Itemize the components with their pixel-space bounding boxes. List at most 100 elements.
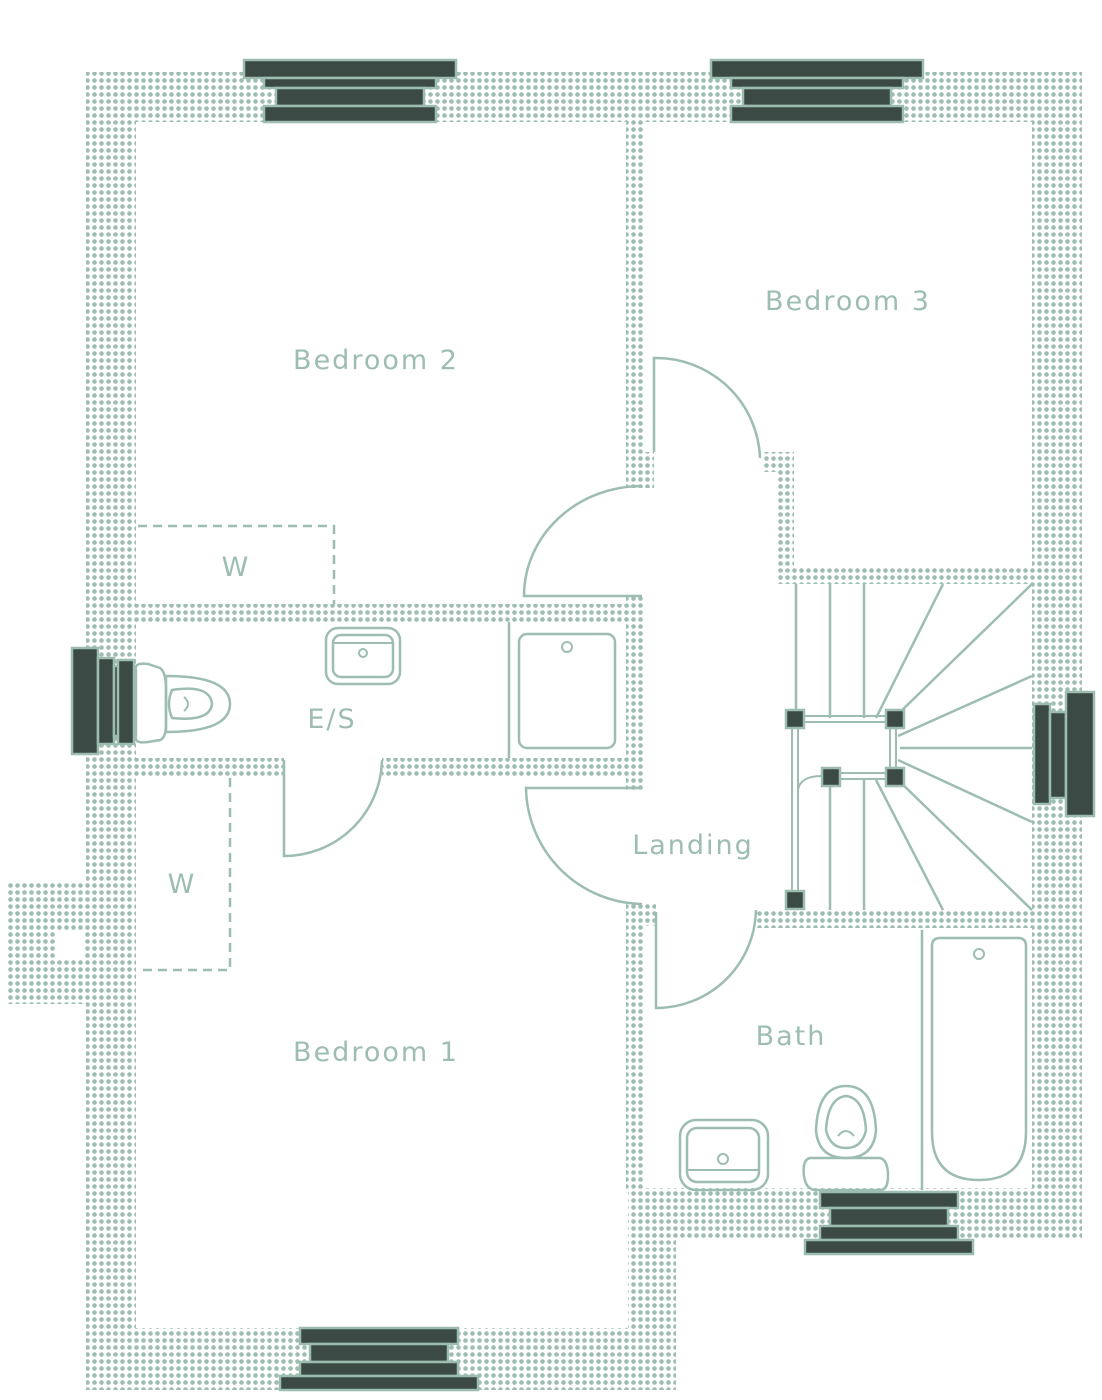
door-icon [524,786,643,906]
shower-icon [517,632,617,750]
basin-bowl [331,633,395,679]
toilet-cistern [134,662,168,744]
newel-post [820,766,842,788]
handrail [791,717,799,901]
window-icon [242,58,458,80]
toilet-bowl [824,1094,868,1150]
window-bedroom3 [709,58,925,124]
door-icon [654,909,758,1010]
window-pane [1048,710,1068,800]
window-pane [262,104,438,124]
toilet-icon [164,674,232,734]
window-icon [1032,702,1052,806]
door-icon [522,484,643,598]
window-bedroom1 [278,1326,480,1392]
wall-bath-top [756,910,1032,928]
label-bedroom1: Bedroom 1 [293,1037,459,1068]
window-pane [262,76,438,90]
window-icon [818,1190,960,1210]
window-pane [96,656,116,746]
wardrobe-icon [138,524,336,604]
window-pane [274,86,426,108]
window-pane [729,76,905,90]
stair-tread [874,779,945,911]
window-pane [818,1224,960,1242]
wardrobe-icon [138,778,232,972]
handrail-curve [797,775,823,791]
basin-icon [324,626,402,686]
window-icon [70,646,100,756]
shower-drain [561,641,573,653]
label-landing: Landing [632,830,754,861]
staircase-icon [784,708,806,730]
door-ensuite [282,759,384,858]
label-wardrobe-bedroom1: W [168,869,197,900]
newel-post [884,708,906,730]
toilet-seat-mark [837,1130,855,1137]
ensuite-toilet [134,662,232,744]
window-pane [803,1238,975,1256]
window-pane [729,104,905,124]
wall-ensuite-right [626,594,644,790]
newel-post [784,889,806,911]
wall-bath-jamb-left [644,902,656,926]
stair-tread [897,674,1033,738]
window-icon [709,58,925,80]
window-ensuite [70,646,136,756]
wall-right [1032,72,1082,1240]
wall-left-bump-gap [55,932,83,958]
window-stairs [1032,690,1096,818]
wall-ensuite-top [136,604,644,622]
handrail [793,715,895,723]
newel-post [884,766,906,788]
label-ensuite: E/S [307,704,356,735]
stair-tread [895,583,1033,717]
toilet-seat-mark [183,696,189,712]
window-bath [803,1190,975,1256]
window-pane [308,1342,450,1364]
stair-tread [874,583,945,719]
window-pane [1064,690,1096,818]
toilet-icon [814,1084,878,1160]
door-bedroom3 [652,356,762,459]
window-icon [298,1326,460,1346]
wall-bed2-bed3-jamb [644,452,654,488]
stair-tread [895,777,1033,911]
door-icon [652,356,762,459]
window-pane [828,1206,950,1228]
basin-bowl [685,1126,761,1184]
window-pane [298,1360,460,1378]
wall-bed1-bath [626,902,644,1190]
window-pane [741,86,893,108]
ensuite-basin [324,626,402,686]
door-bath [654,909,758,1010]
wall-bed3-landing [776,452,794,584]
bath-fixtures [678,930,1028,1192]
door-bedroom1 [524,786,643,906]
toilet-cistern [802,1156,890,1192]
wall-bed2-bed3 [626,122,644,488]
door-bedroom2 [522,484,643,598]
bathtub-drain [973,948,985,960]
ensuite-shower [507,622,617,758]
window-bedroom2 [242,58,458,124]
wall-bottom-step [628,1188,676,1390]
label-bedroom3: Bedroom 3 [765,286,931,317]
bathtub-icon [930,936,1028,1182]
window-pane [116,658,136,746]
stair-tread [897,758,1033,824]
label-bath: Bath [756,1021,827,1052]
label-wardrobe-bedroom2: W [222,552,251,583]
door-icon [282,759,384,858]
toilet-bowl [167,687,214,720]
basin-icon [678,1118,770,1192]
basin-drain [717,1153,729,1165]
label-bedroom2: Bedroom 2 [293,345,459,376]
window-pane [278,1374,480,1392]
wall-ensuite-bottom-left [136,758,284,776]
wall-bed3-bottom [776,566,1032,584]
basin-drain [358,648,368,658]
wall-top [86,72,1082,122]
wall-ensuite-bottom-right [382,758,644,776]
